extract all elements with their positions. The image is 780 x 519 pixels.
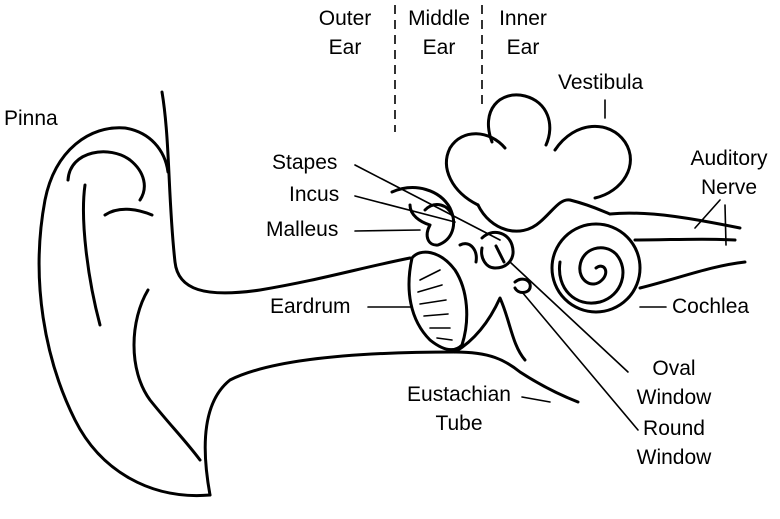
region-middle-ear-line2: Ear [422,36,456,59]
pinna-outline [37,90,412,498]
eardrum-shape [407,250,469,352]
malleus-label: Malleus [266,218,339,241]
semicircular-canal-left [445,132,507,207]
stapes-label: Stapes [272,151,338,174]
region-outer-ear-line2: Ear [328,36,362,59]
vestibule-body [476,198,612,233]
auditory-nerve-label: Auditory Nerve [680,144,778,202]
round-window-label: Round Window [628,414,720,472]
oval-window-line1: Oval [652,357,696,380]
oval-window-line2: Window [636,386,712,409]
eustachian-tube-label: Eustachian Tube [392,380,526,438]
round-window-shape [513,277,532,294]
leader-lines [354,99,727,431]
region-outer-ear-line1: Outer [318,7,372,30]
region-inner-ear-line1: Inner [499,7,547,30]
semicircular-canal-top [486,93,552,147]
region-middle-ear-label: Middle Ear [398,4,480,62]
region-inner-ear-label: Inner Ear [488,4,558,62]
malleus-bone [390,186,455,247]
auditory-nerve-line2: Nerve [700,176,758,199]
eustachian-tube-line2: Tube [435,412,483,435]
region-inner-ear-line2: Ear [506,36,540,59]
cochlea-spiral [557,246,625,305]
eardrum-label: Eardrum [270,295,351,318]
ear-canal-upper [453,296,527,362]
incus-bone [423,203,478,264]
cochlea-label: Cochlea [672,295,750,318]
eustachian-tube-line1: Eustachian [407,383,511,406]
region-outer-ear-label: Outer Ear [308,4,382,62]
oval-window-label: Oval Window [628,354,720,412]
round-window-line2: Window [636,446,712,469]
round-window-line1: Round [643,417,705,440]
auditory-nerve-line1: Auditory [690,147,768,170]
semicircular-canal-right [553,125,632,200]
pinna-label: Pinna [4,107,58,130]
vestibula-label: Vestibula [558,71,644,94]
eardrum-striations [417,269,453,341]
region-middle-ear-line1: Middle [408,7,470,30]
incus-label: Incus [289,183,340,206]
pinna-inner-fold [66,150,202,462]
ear-canal-lower [203,350,580,497]
cochlea-shell [550,222,642,314]
